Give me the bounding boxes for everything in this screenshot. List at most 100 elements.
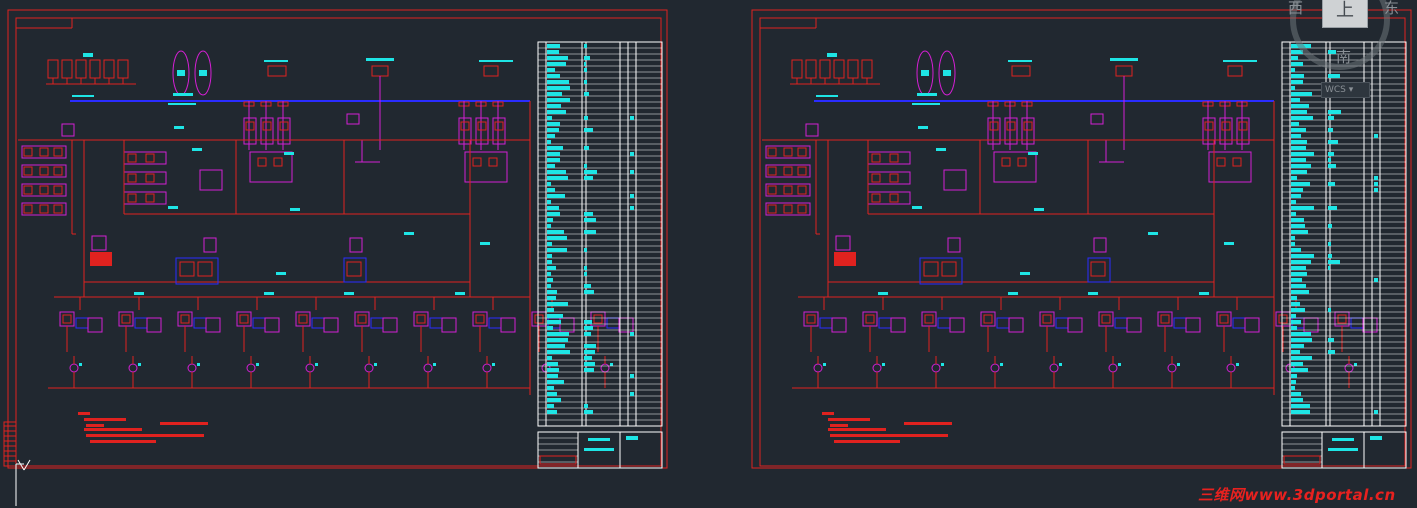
table-cell-text <box>1291 404 1310 408</box>
branch-meter <box>429 317 443 329</box>
valve-symbol <box>1093 237 1107 253</box>
viewcube-ring[interactable] <box>1290 0 1390 70</box>
branch-meter <box>606 317 620 329</box>
table-cell-text <box>547 224 551 228</box>
table-cell-text <box>630 374 634 378</box>
pump-symbol <box>364 363 374 373</box>
label-block <box>912 103 940 105</box>
viewcube-top-face[interactable]: 上 <box>1322 0 1368 28</box>
branch-valve <box>295 311 311 327</box>
table-cell-text <box>1291 398 1303 402</box>
valve-core <box>127 173 137 183</box>
valve-core <box>145 173 155 183</box>
table-cell-text <box>1291 254 1314 258</box>
note-line <box>86 434 204 437</box>
note-line <box>160 422 208 425</box>
table-cell-text <box>547 374 558 378</box>
branch-valve <box>1039 311 1055 327</box>
branch-meter <box>193 317 207 329</box>
table-cell-text <box>1291 110 1307 114</box>
table-cell-text <box>1328 74 1340 78</box>
pump-symbol <box>187 363 197 373</box>
table-cell-text <box>1291 290 1309 294</box>
valve-symbol <box>346 113 360 125</box>
pump-symbol <box>482 363 492 373</box>
table-cell-text <box>1291 344 1304 348</box>
wcs-label: WCS <box>1325 85 1346 95</box>
table-cell-text <box>1291 122 1299 126</box>
table-cell-text <box>547 350 570 354</box>
table-cell-text <box>584 356 592 360</box>
label-block <box>1028 152 1038 155</box>
note-line <box>84 418 126 421</box>
valve-bank-row <box>765 183 811 197</box>
pump-core <box>197 261 213 277</box>
table-cell-text <box>547 62 566 66</box>
equipment <box>483 65 499 77</box>
actuator <box>277 117 291 145</box>
branch-valve-core <box>1337 314 1347 324</box>
branch-controller <box>441 317 457 333</box>
branch-valve <box>236 311 252 327</box>
table-cell-text <box>547 164 555 168</box>
viewcube-west-label[interactable]: 西 <box>1288 0 1304 17</box>
table-cell-text <box>1374 182 1378 186</box>
table-cell-text <box>584 248 587 252</box>
table-cell-text <box>1328 206 1337 210</box>
branch-meter <box>75 317 89 329</box>
sheet-outer-frame <box>751 9 1412 469</box>
branch-valve-core <box>1101 314 1111 324</box>
branch-meter <box>252 317 266 329</box>
table-cell-text <box>1291 314 1296 318</box>
table-cell-text <box>1291 206 1314 210</box>
label-block <box>199 70 207 76</box>
table-cell-text <box>547 266 556 270</box>
branch-meter <box>1055 317 1069 329</box>
label-block <box>168 206 178 209</box>
branch-valve-core <box>416 314 426 324</box>
table-cell-text <box>547 290 557 294</box>
actuator-core <box>477 121 487 131</box>
table-cell-text <box>1291 380 1296 384</box>
title-text <box>626 436 638 440</box>
table-cell-text <box>547 86 570 90</box>
table-cell-text <box>1291 272 1307 276</box>
branch-meter <box>1173 317 1187 329</box>
label-block <box>455 292 465 295</box>
table-cell-text <box>547 80 569 84</box>
viewcube-east-label[interactable]: 东 <box>1384 0 1400 17</box>
label-block <box>816 95 838 97</box>
pump-symbol <box>813 363 823 373</box>
table-cell-text <box>547 50 559 54</box>
branch-valve-core <box>357 314 367 324</box>
wcs-menu-button[interactable]: WCS ▾ <box>1321 82 1370 98</box>
valve-core <box>767 204 777 214</box>
table-cell-text <box>1291 242 1295 246</box>
title-text <box>1332 438 1354 441</box>
valve-symbol <box>1090 113 1104 125</box>
pump-core <box>941 261 957 277</box>
branch-controller <box>500 317 516 333</box>
label-block <box>366 58 394 61</box>
table-cell-text <box>1328 338 1334 342</box>
valve-symbol <box>61 123 75 137</box>
label-block <box>168 103 196 105</box>
pump-core <box>346 261 362 277</box>
table-cell-text <box>547 158 560 162</box>
label-block <box>276 272 286 275</box>
table-cell-text <box>584 176 593 180</box>
branch-valve <box>354 311 370 327</box>
valve-symbol <box>947 237 961 253</box>
viewcube-south-label[interactable]: 南 <box>1336 48 1352 66</box>
label-block <box>1034 208 1044 211</box>
branch-meter <box>134 317 148 329</box>
sheet-inner-frame <box>759 17 1406 467</box>
branch-valve-core <box>983 314 993 324</box>
filter-assembly <box>199 169 223 191</box>
valve-bank-row <box>21 145 67 159</box>
actuator <box>458 117 472 145</box>
valve-bank-row <box>765 164 811 178</box>
table-cell-text <box>1374 176 1378 180</box>
table-cell-text <box>1291 56 1298 60</box>
